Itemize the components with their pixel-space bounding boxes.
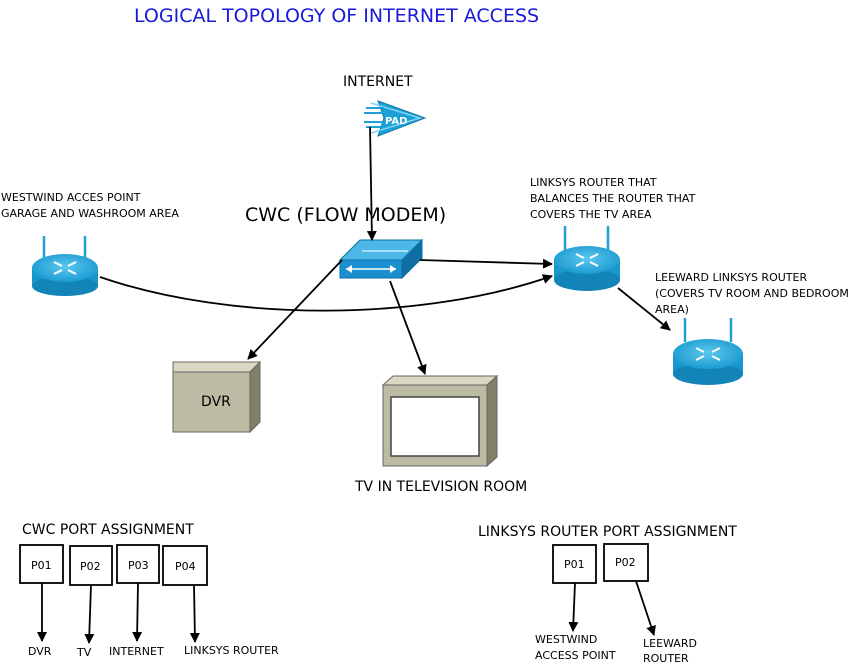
linksys-label: LINKSYS ROUTER THAT BALANCES THE ROUTER … (530, 176, 699, 221)
modem-label: CWC (FLOW MODEM) (245, 204, 446, 226)
link-linksys-leeward (617, 287, 671, 331)
linksys-port-p02-box (603, 543, 649, 582)
cwc-port-p04-dest: LINKSYS ROUTER (184, 644, 279, 657)
westwind-label: WESTWIND ACCES POINT GARAGE AND WASHROOM… (1, 191, 179, 220)
cwc-port-title: CWC PORT ASSIGNMENT (22, 522, 194, 538)
internet-pad-icon: PAD (364, 100, 427, 137)
cwc-port-p01-box (19, 544, 64, 584)
diagram-title: LOGICAL TOPOLOGY OF INTERNET ACCESS (134, 5, 539, 27)
connections (99, 126, 671, 375)
modem-switch-icon (338, 238, 424, 280)
cwc-port-p03-box (116, 544, 160, 584)
cwc-port-boxes (19, 544, 208, 586)
link-westwind-linksys (99, 274, 553, 312)
cwc-port-p02-arrow (84, 584, 95, 644)
link-modem-tv (389, 280, 427, 375)
cwc-port-p04-arrow (189, 584, 200, 643)
link-modem-linksys (419, 258, 553, 269)
tv-label: TV IN TELEVISION ROOM (354, 479, 527, 495)
cwc-port-p03-id: P03 (128, 559, 149, 572)
dvr-label: DVR (201, 394, 231, 410)
westwind-router-icon (32, 236, 98, 296)
cwc-port-p03-arrow (132, 582, 143, 642)
linksys-port-p02-dest: LEEWARD ROUTER (643, 637, 700, 665)
dvr-box (172, 360, 262, 434)
cwc-port-p04-id: P04 (175, 560, 196, 573)
cwc-port-p01-dest: DVR (28, 645, 52, 658)
leeward-label: LEEWARD LINKSYS ROUTER (COVERS TV ROOM A… (655, 271, 852, 316)
cwc-port-p01-id: P01 (31, 559, 52, 572)
pad-icon-text: PAD (385, 116, 407, 127)
linksys-router-icon (554, 226, 620, 291)
linksys-port-p02-arrow (635, 580, 656, 636)
leeward-router-icon (673, 318, 743, 385)
cwc-port-p04-box (162, 545, 208, 586)
linksys-port-p01-id: P01 (564, 558, 585, 571)
cwc-port-p03-dest: INTERNET (109, 645, 164, 658)
cwc-port-p02-dest: TV (76, 646, 92, 659)
cwc-port-p02-id: P02 (80, 560, 101, 573)
cwc-port-p02-box (69, 545, 113, 586)
linksys-port-p01-dest: WESTWIND ACCESS POINT (535, 633, 616, 662)
linksys-port-p02-id: P02 (615, 556, 636, 569)
tv-box (381, 374, 499, 468)
internet-label: INTERNET (343, 74, 413, 90)
linksys-port-title: LINKSYS ROUTER PORT ASSIGNMENT (478, 524, 737, 540)
link-internet-modem (366, 126, 377, 241)
linksys-port-p01-arrow (568, 582, 579, 632)
